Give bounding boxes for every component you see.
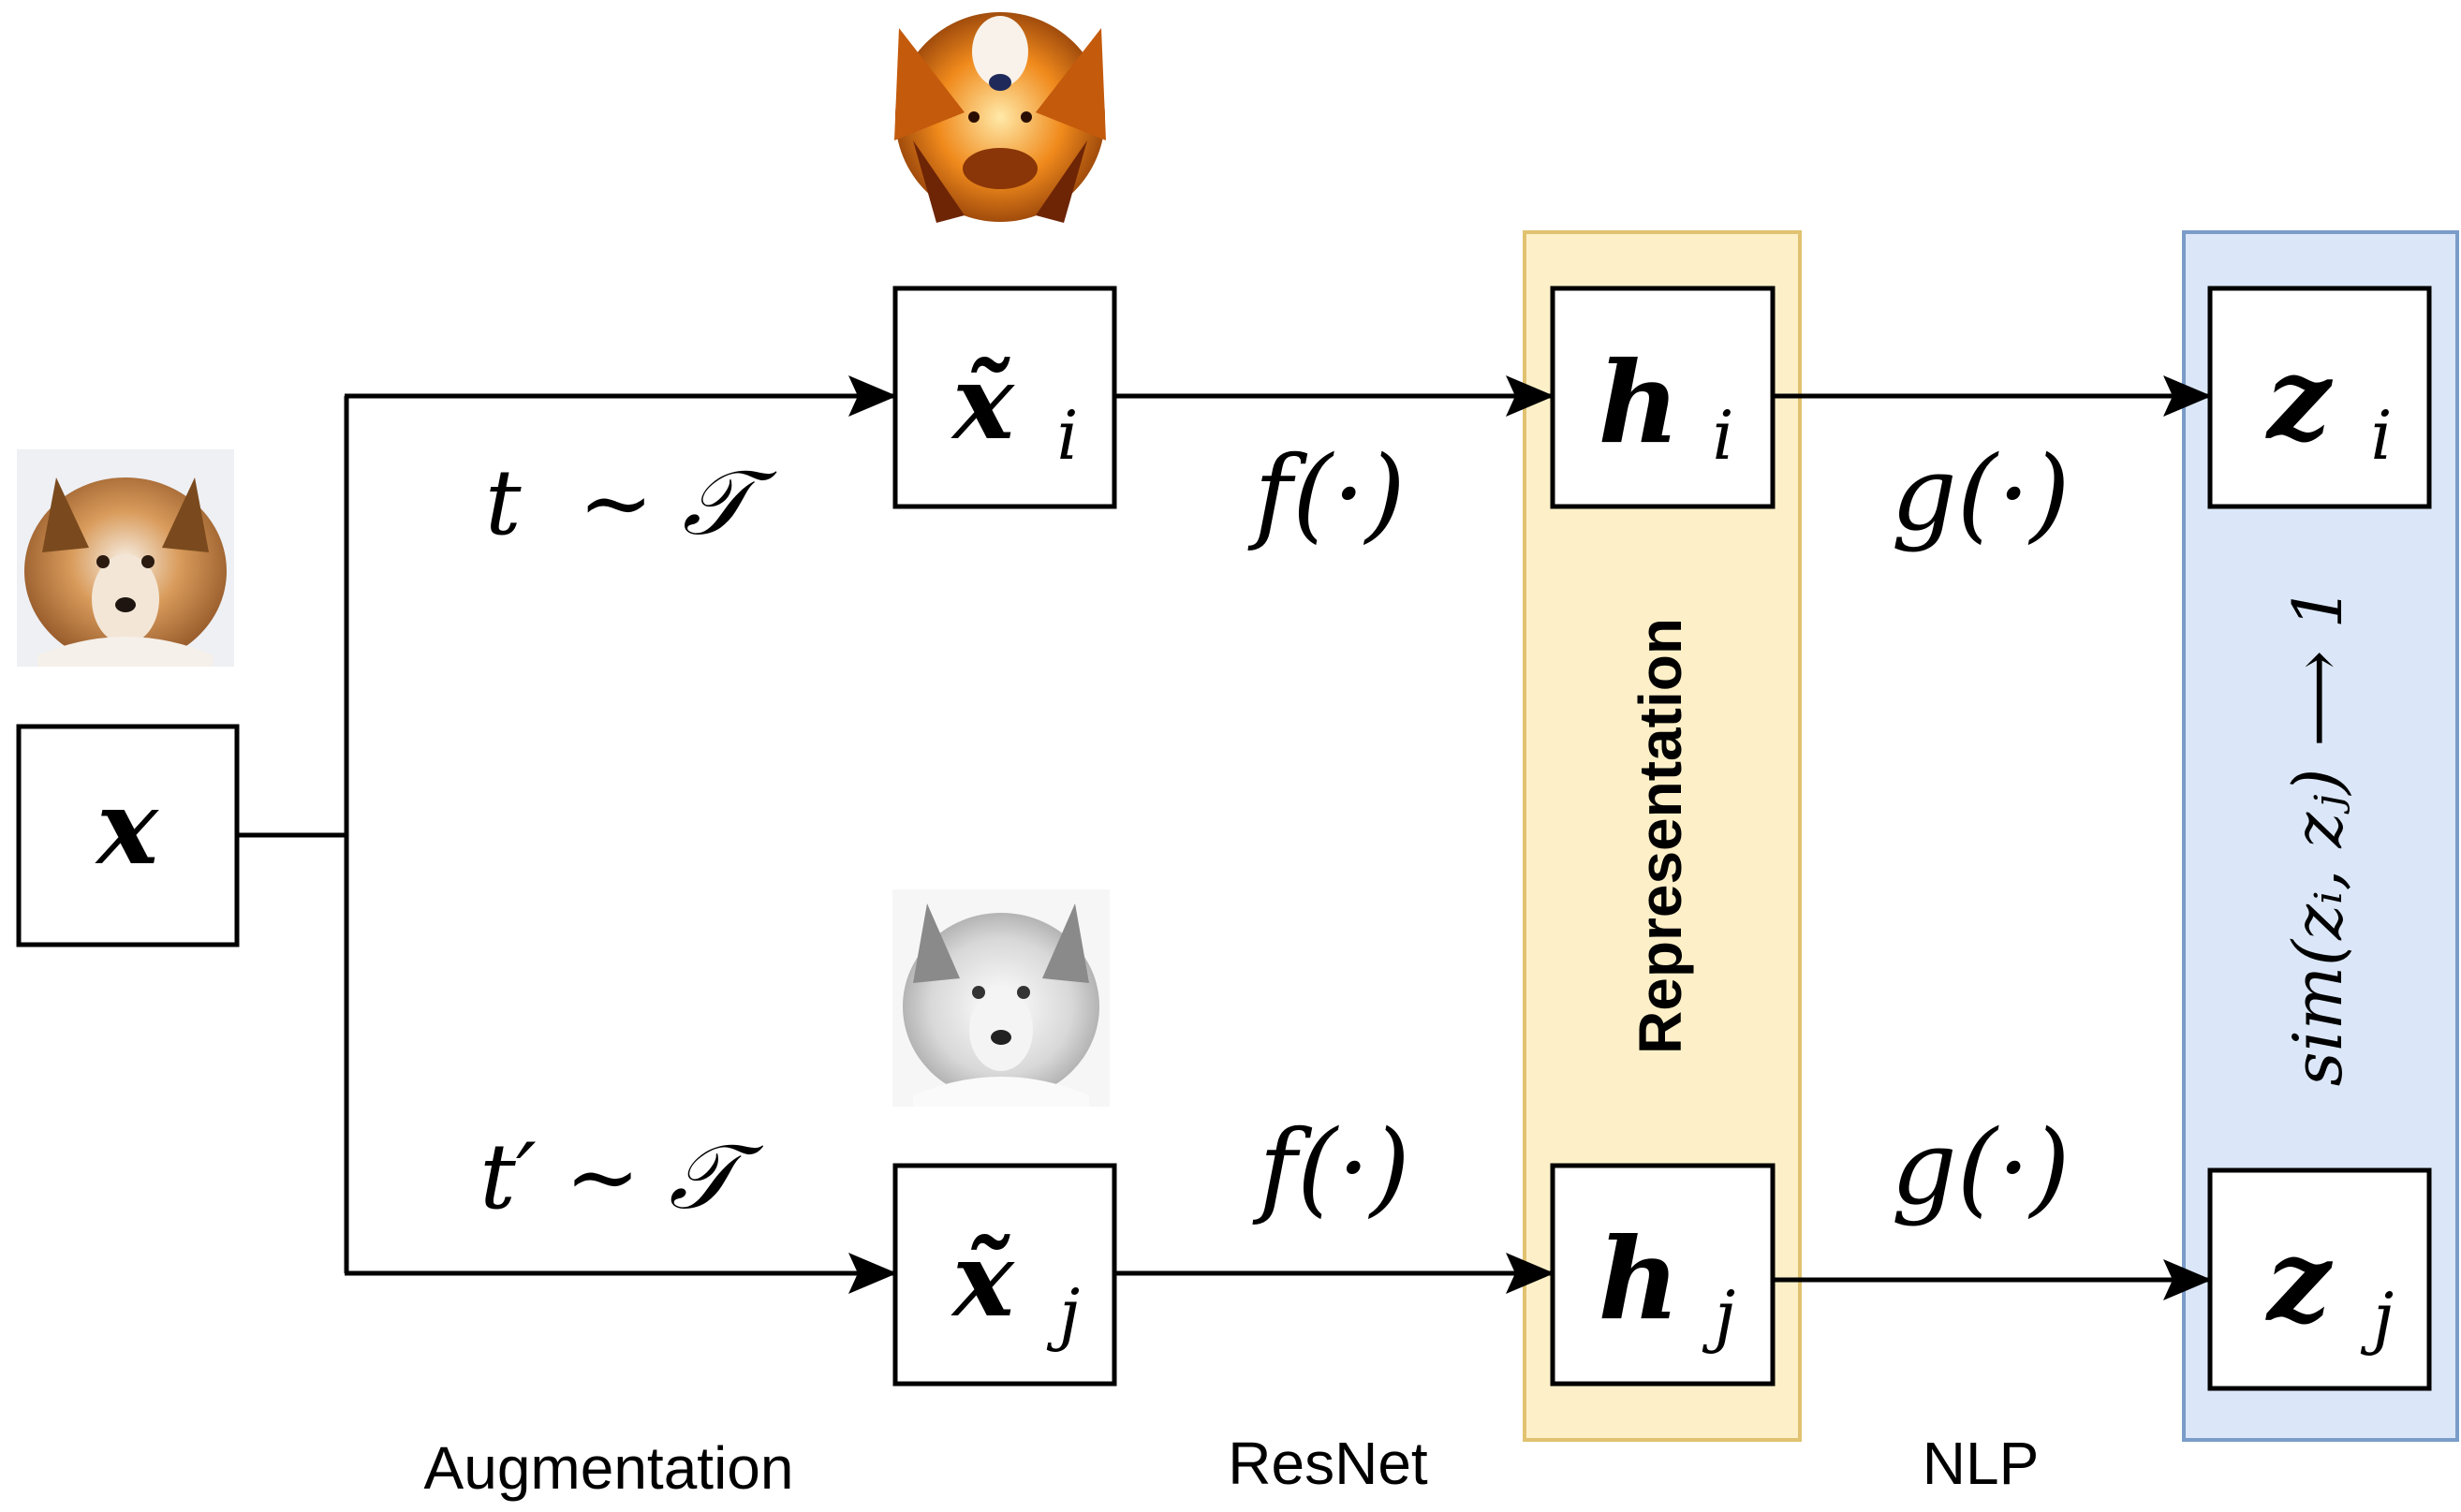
edge-label-t-top: t ∼ 𝒯 bbox=[485, 450, 778, 555]
stage-label-augmentation: Augmentation bbox=[424, 1434, 794, 1502]
node-z-j-label: z bbox=[2265, 1215, 2334, 1347]
node-h-j-box bbox=[1550, 1163, 1776, 1387]
original-dog-image bbox=[17, 449, 234, 667]
node-x-box bbox=[16, 724, 240, 947]
edge-label-t-bottom: t′ ∼ 𝒯 bbox=[479, 1124, 764, 1229]
edge-label-f-bottom: f(·) bbox=[1252, 1108, 1410, 1227]
node-x-i-box bbox=[892, 286, 1117, 509]
augmented-dog-image-top bbox=[894, 12, 1106, 223]
node-z-i-box bbox=[2207, 286, 2432, 509]
node-x-label: x bbox=[95, 767, 159, 888]
edge-label-g-bottom: g(·) bbox=[1891, 1108, 2070, 1227]
node-h-i-box bbox=[1550, 286, 1776, 509]
stage-label-resnet: ResNet bbox=[1228, 1430, 1428, 1497]
node-h-j-label: h bbox=[1598, 1213, 1679, 1345]
node-h-i-sub: i bbox=[1712, 396, 1733, 475]
node-x-j-label: x̃ bbox=[951, 1219, 1015, 1340]
node-z-i-label: z bbox=[2265, 333, 2334, 465]
representation-label: Representation bbox=[1627, 618, 1694, 1054]
stage-label-nlp: NLP bbox=[1923, 1430, 2040, 1497]
edge-label-f-top: f(·) bbox=[1247, 433, 1406, 553]
node-x-i-label: x̃ bbox=[951, 342, 1015, 462]
edge-label-g-top: g(·) bbox=[1891, 433, 2070, 553]
node-x-j-box bbox=[892, 1163, 1117, 1387]
node-z-i-sub: i bbox=[2370, 396, 2392, 475]
similarity-label: sim(zᵢ, zⱼ) ⟶ 1 bbox=[2278, 586, 2357, 1086]
node-x-i-sub: i bbox=[1056, 396, 1078, 475]
node-z-j-box bbox=[2207, 1167, 2432, 1391]
augmented-dog-image-bottom bbox=[892, 889, 1110, 1107]
node-h-i-label: h bbox=[1598, 337, 1679, 469]
